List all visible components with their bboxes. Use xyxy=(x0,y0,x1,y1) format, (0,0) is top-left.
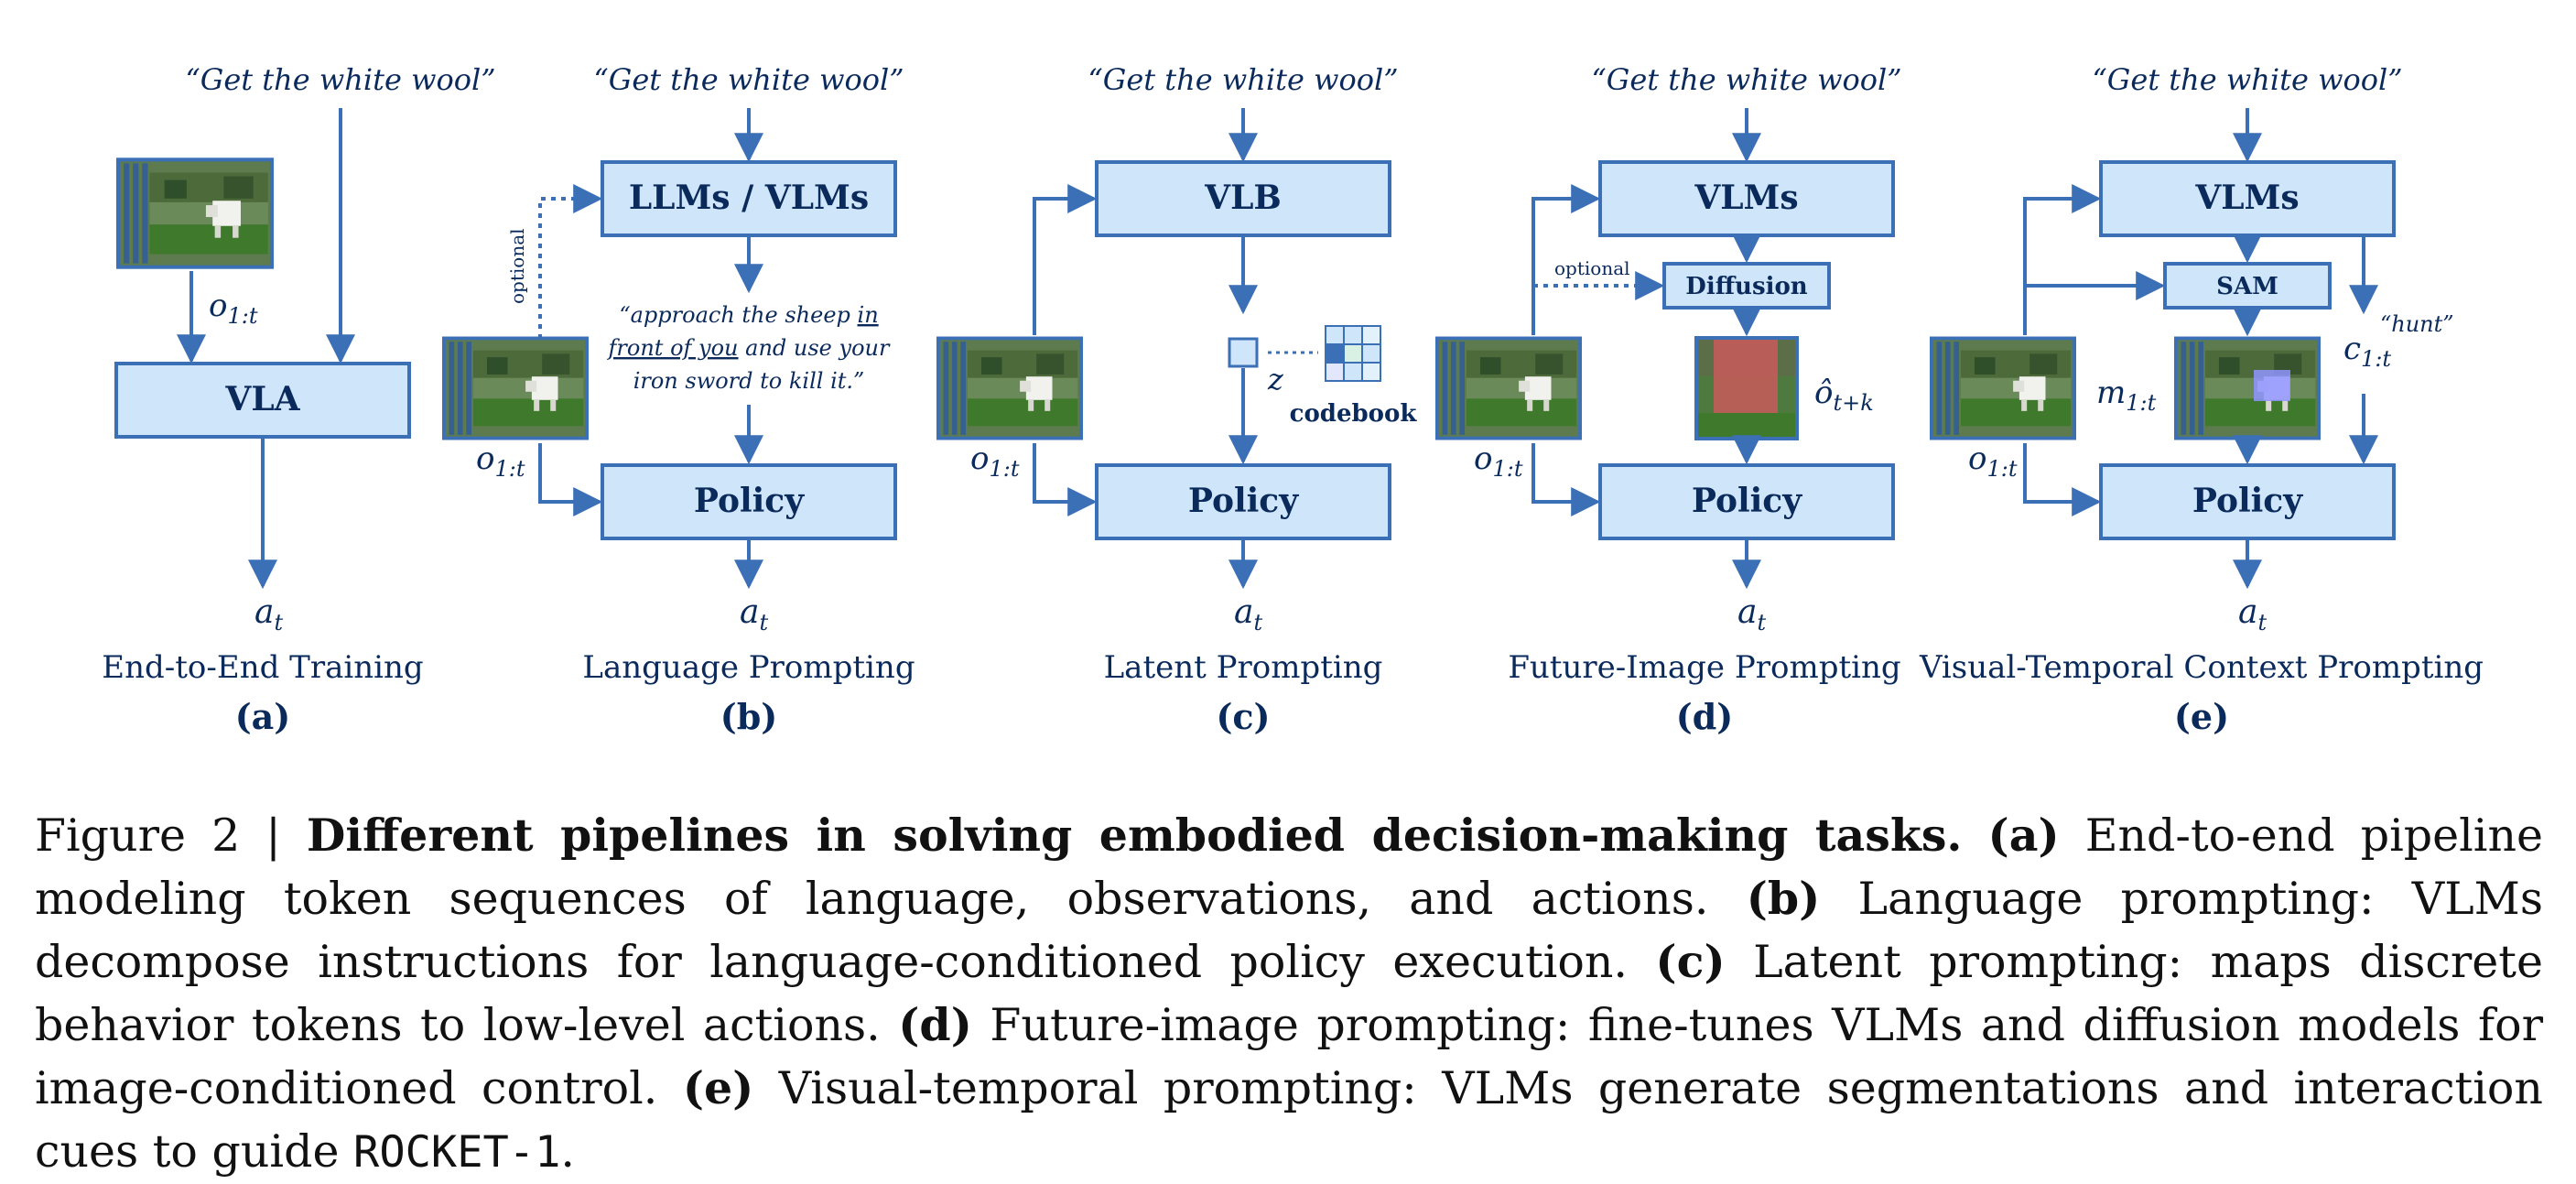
vla-label: VLA xyxy=(224,380,300,418)
observation-image xyxy=(442,337,589,440)
observation-image xyxy=(1930,337,2076,440)
panel-a: “Get the white wool” o1:t VLA at End-to-… xyxy=(102,62,495,737)
mask-image xyxy=(2174,337,2321,440)
policy-label: Policy xyxy=(694,482,805,520)
codebook-grid xyxy=(1325,325,1381,382)
vlms-label: VLMs xyxy=(1694,179,1798,217)
sam-box xyxy=(2163,262,2332,310)
panel-e: “Get the white wool” VLMs SAM o1:t m1:t … xyxy=(1919,62,2484,737)
panel-b: “Get the white wool” LLMs / VLMs optiona… xyxy=(442,62,915,737)
panel-title: Future-Image Prompting xyxy=(1508,649,1900,686)
vlb-label: VLB xyxy=(1204,179,1282,217)
latent-label: z xyxy=(1267,362,1284,396)
action-label: at xyxy=(740,593,768,635)
observation-image xyxy=(936,337,1083,440)
panel-title: End-to-End Training xyxy=(102,649,423,686)
latent-token xyxy=(1228,337,1259,368)
policy-box xyxy=(2099,463,2396,540)
instruction-text: “Get the white wool” xyxy=(2092,62,2402,97)
observation-image xyxy=(1435,337,1582,440)
policy-label: Policy xyxy=(1692,482,1802,520)
action-label: at xyxy=(1737,593,1766,635)
diffusion-label: Diffusion xyxy=(1685,273,1808,300)
svg-text:“approach the sheep in: “approach the sheep in xyxy=(619,302,878,328)
future-image xyxy=(1694,336,1799,440)
mask-label: m1:t xyxy=(2096,375,2157,416)
panel-letter: (b) xyxy=(720,696,778,737)
cue-label: c1:t xyxy=(2343,331,2391,372)
observation-label: o1:t xyxy=(209,288,258,329)
panel-title: Language Prompting xyxy=(582,649,915,686)
optional-label: optional xyxy=(1554,257,1630,279)
vlms-box xyxy=(2099,160,2396,237)
model-name: ROCKET-1 xyxy=(353,1127,561,1178)
pipelines-figure: “Get the white wool” o1:t VLA at End-to-… xyxy=(102,62,2484,737)
hunt-label: “hunt” xyxy=(2380,311,2454,337)
vla-box xyxy=(114,362,411,439)
svg-text:iron sword to kill it.”: iron sword to kill it.” xyxy=(633,368,865,394)
instruction-text: “Get the white wool” xyxy=(185,62,495,97)
policy-label: Policy xyxy=(1188,482,1299,520)
instruction-text: “Get the white wool” xyxy=(1591,62,1901,97)
svg-text:front of you and use your: front of you and use your xyxy=(607,335,891,361)
language-prompt: “approach the sheep in front of you and … xyxy=(607,302,891,394)
llm-vlm-label: LLMs / VLMs xyxy=(629,179,869,217)
panel-letter: (c) xyxy=(1216,696,1270,737)
action-label: at xyxy=(1234,593,1262,635)
codebook-label: codebook xyxy=(1290,400,1418,428)
vlms-label: VLMs xyxy=(2194,179,2299,217)
instruction-text: “Get the white wool” xyxy=(1088,62,1398,97)
observation-image xyxy=(116,158,274,268)
panel-title: Visual-Temporal Context Prompting xyxy=(1919,649,2484,686)
sam-label: SAM xyxy=(2216,273,2278,300)
action-label: at xyxy=(254,593,283,635)
policy-box xyxy=(1095,463,1391,540)
instruction-text: “Get the white wool” xyxy=(593,62,904,97)
observation-label: o1:t xyxy=(1968,440,2018,482)
panel-d: “Get the white wool” VLMs Diffusion opti… xyxy=(1435,62,1902,737)
optional-label: optional xyxy=(506,228,528,304)
figure-caption: Figure 2 | Different pipelines in solvin… xyxy=(35,809,2544,1178)
policy-label: Policy xyxy=(2192,482,2303,520)
panel-letter: (e) xyxy=(2174,696,2229,737)
policy-box xyxy=(601,463,897,540)
predicted-image-label: ôt+k xyxy=(1814,375,1874,416)
action-label: at xyxy=(2238,593,2267,635)
observation-label: o1:t xyxy=(476,440,525,482)
panel-title: Latent Prompting xyxy=(1104,649,1383,686)
vlb-box xyxy=(1095,160,1391,237)
observation-label: o1:t xyxy=(970,440,1020,482)
panel-letter: (d) xyxy=(1676,696,1734,737)
observation-label: o1:t xyxy=(1474,440,1523,482)
panel-c: “Get the white wool” VLB o1:t z codebook… xyxy=(936,62,1417,737)
panel-letter: (a) xyxy=(235,696,291,737)
